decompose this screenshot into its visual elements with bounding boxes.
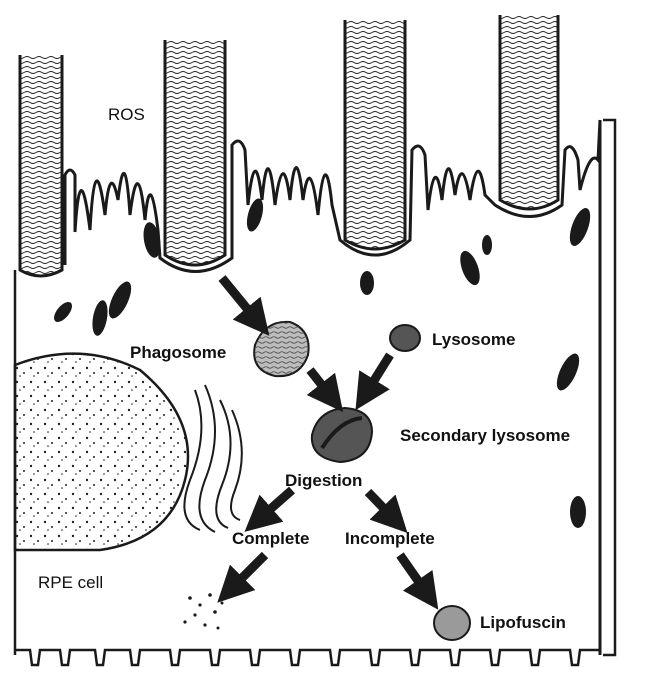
lysosome-label: Lysosome — [432, 331, 515, 348]
rod-outer-segments — [20, 15, 558, 276]
ros-4 — [500, 15, 558, 209]
lipofuscin-granule — [434, 606, 470, 640]
ros-2 — [165, 40, 225, 265]
secondary-lysosome — [312, 408, 372, 462]
ros-1 — [20, 55, 62, 276]
lipofuscin-label: Lipofuscin — [480, 614, 566, 631]
golgi-membranes — [184, 385, 241, 532]
incomplete-label: Incomplete — [345, 530, 435, 547]
nucleus — [15, 354, 188, 550]
digestion-label: Digestion — [285, 472, 362, 489]
right-bracket — [603, 120, 615, 655]
rpe-cell-label: RPE cell — [38, 574, 103, 591]
digestion-products — [183, 593, 223, 629]
secondary-lysosome-label: Secondary lysosome — [400, 427, 570, 444]
phagosome-label: Phagosome — [130, 344, 226, 361]
basal-infoldings — [15, 650, 600, 665]
complete-label: Complete — [232, 530, 309, 547]
ros-label: ROS — [108, 106, 145, 123]
lysosome — [390, 325, 420, 351]
ros-3 — [345, 20, 405, 249]
